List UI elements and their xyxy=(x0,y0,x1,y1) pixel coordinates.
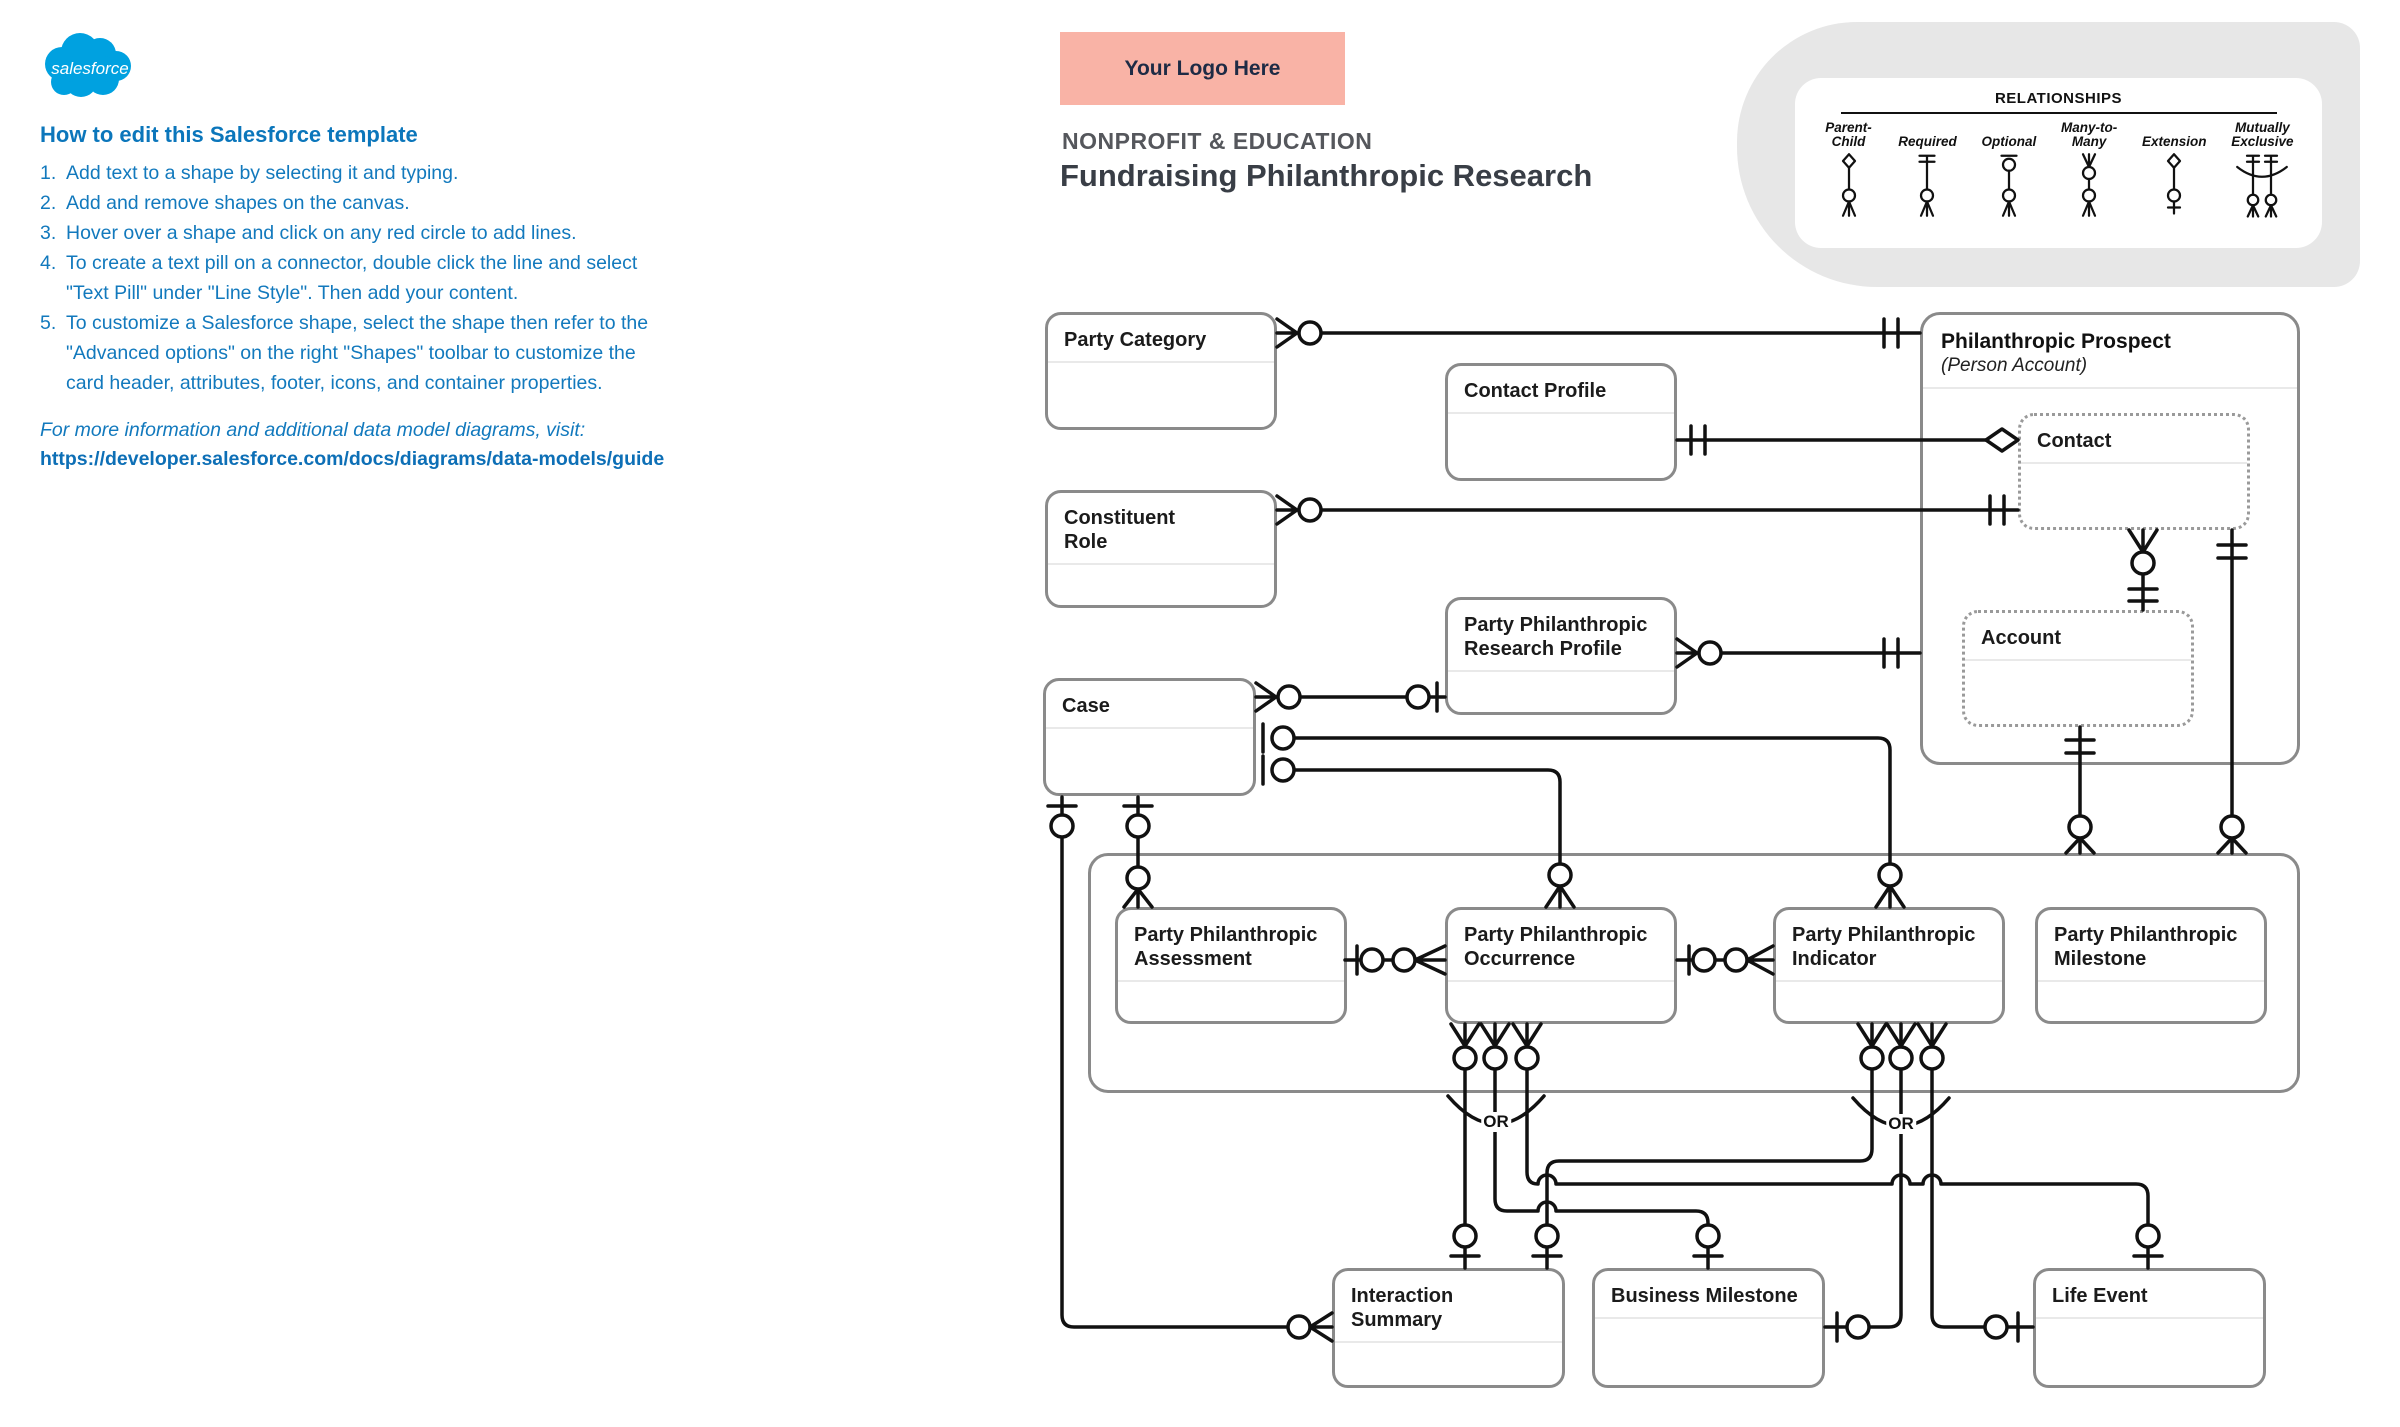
connector-party-category-prospect[interactable] xyxy=(1275,317,1922,349)
legend-item-required: Required xyxy=(1898,120,1957,218)
salesforce-logo-icon: salesforce xyxy=(45,33,131,97)
entity-party-philanthropic-occurrence[interactable]: Party Philanthropic Occurrence xyxy=(1445,907,1677,1024)
legend-item-many-to-many: Many-to- Many xyxy=(2061,120,2117,218)
instructions-panel: How to edit this Salesforce template 1.A… xyxy=(40,122,720,474)
prospect-header: Philanthropic Prospect (Person Account) xyxy=(1923,315,2297,389)
instruction-step: 1.Add text to a shape by selecting it an… xyxy=(40,162,459,184)
mutually-exclusive-symbol-icon xyxy=(2236,154,2289,218)
legend-title: RELATIONSHIPS xyxy=(1994,90,2123,107)
legend-item-mutually-exclusive: Mutually Exclusive xyxy=(2231,120,2294,218)
entity-party-category[interactable]: Party Category xyxy=(1045,312,1277,430)
legend-item-extension: Extension xyxy=(2142,120,2206,218)
connector-research-profile-prospect[interactable] xyxy=(1675,637,1922,669)
entity-interaction-summary[interactable]: Interaction Summary xyxy=(1332,1268,1565,1388)
connector-constituent-role-contact[interactable] xyxy=(1275,494,2020,526)
legend-divider xyxy=(1840,112,2277,114)
instructions-heading: How to edit this Salesforce template xyxy=(40,122,418,147)
instruction-step: 2.Add and remove shapes on the canvas. xyxy=(40,192,410,214)
parent-child-symbol-icon xyxy=(1841,153,1856,217)
entity-business-milestone[interactable]: Business Milestone xyxy=(1592,1268,1825,1388)
instruction-step: 4.To create a text pill on a connector, … xyxy=(40,252,638,304)
prospect-subtitle: (Person Account) xyxy=(1941,355,2088,376)
more-info-note: For more information and additional data… xyxy=(40,419,586,441)
legend-item-parent-child: Parent- Child xyxy=(1824,120,1874,218)
diagram-category: NONPROFIT & EDUCATION xyxy=(1062,128,1373,154)
or-annotation-right: OR xyxy=(1886,1114,1916,1134)
entity-party-philanthropic-assessment[interactable]: Party Philanthropic Assessment xyxy=(1115,907,1347,1024)
entity-contact-profile[interactable]: Contact Profile xyxy=(1445,363,1677,481)
instructions-list: 1.Add text to a shape by selecting it an… xyxy=(40,158,720,398)
optional-symbol-icon xyxy=(2000,154,2018,217)
data-models-guide-link[interactable]: https://developer.salesforce.com/docs/di… xyxy=(40,448,665,470)
extension-symbol-icon xyxy=(2167,153,2182,215)
legend-item-optional: Optional xyxy=(1981,120,2036,218)
instruction-step: 3.Hover over a shape and click on any re… xyxy=(40,222,577,244)
many-to-many-symbol-icon xyxy=(2081,153,2097,217)
prospect-title: Philanthropic Prospect xyxy=(1941,330,2171,353)
or-annotation-left: OR xyxy=(1481,1112,1511,1132)
entity-party-philanthropic-milestone[interactable]: Party Philanthropic Milestone xyxy=(2035,907,2267,1024)
entity-constituent-role[interactable]: Constituent Role xyxy=(1045,490,1277,608)
logo-placeholder[interactable]: Your Logo Here xyxy=(1060,32,1345,105)
instruction-step: 5.To customize a Salesforce shape, selec… xyxy=(40,312,649,394)
connector-case-research-profile[interactable] xyxy=(1254,681,1447,713)
entity-party-philanthropic-indicator[interactable]: Party Philanthropic Indicator xyxy=(1773,907,2005,1024)
entity-case[interactable]: Case xyxy=(1043,678,1256,796)
entity-life-event[interactable]: Life Event xyxy=(2033,1268,2266,1388)
entity-party-philanthropic-research-profile[interactable]: Party Philanthropic Research Profile xyxy=(1445,597,1677,715)
salesforce-logo-text: salesforce xyxy=(51,59,128,78)
page-title: Fundraising Philanthropic Research xyxy=(1060,158,1593,193)
entity-account[interactable]: Account xyxy=(1962,610,2194,727)
required-symbol-icon xyxy=(1918,154,1937,217)
relationships-legend: RELATIONSHIPS Parent- Child Required Opt… xyxy=(1795,78,2322,248)
entity-contact[interactable]: Contact xyxy=(2018,413,2250,530)
